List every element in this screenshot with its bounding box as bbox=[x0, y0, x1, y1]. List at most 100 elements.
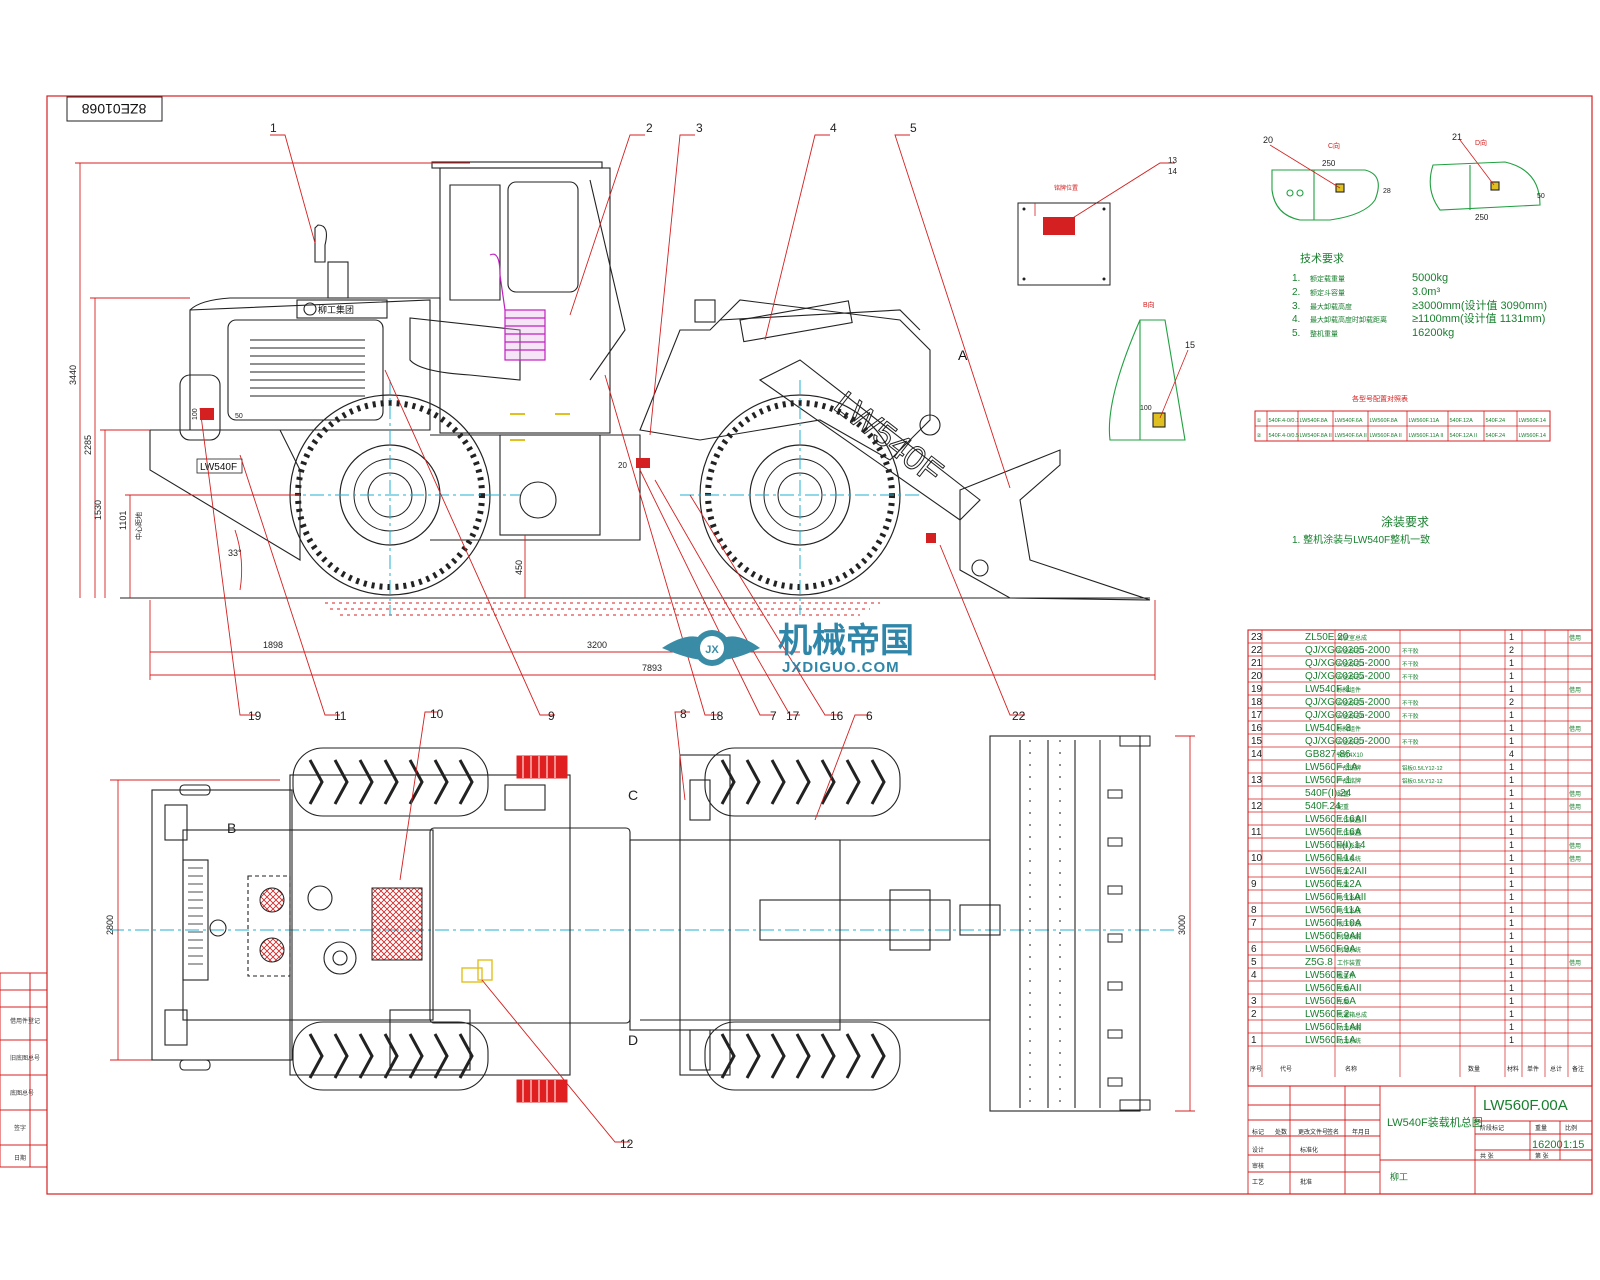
config-cell: 540F.24 bbox=[1486, 418, 1506, 424]
bom-row-name: 安全标志3 bbox=[1337, 660, 1365, 668]
config-cell: LW540F.8A II bbox=[1300, 433, 1333, 439]
bom-row-qty: 1 bbox=[1509, 814, 1514, 824]
bom-row-code: LW560F(I).14 bbox=[1305, 840, 1366, 851]
svg-text:20: 20 bbox=[618, 461, 627, 470]
bom-header-cell: 材料 bbox=[1507, 1065, 1519, 1073]
radiator-grille bbox=[227, 319, 384, 421]
bom-row-qty: 1 bbox=[1509, 736, 1514, 746]
bom-row-qty: 1 bbox=[1509, 892, 1514, 902]
drawing-number-text: 8ZE01068 bbox=[81, 101, 146, 117]
bom-row-name: 安全标志2 bbox=[1337, 647, 1365, 655]
svg-text:6: 6 bbox=[866, 709, 873, 723]
config-cell: LW560F.11A II bbox=[1409, 433, 1444, 439]
bom-row-name: 制动系统 bbox=[1337, 933, 1361, 941]
product-title: LW540F装载机总图 bbox=[1387, 1115, 1483, 1129]
bom-row-code: LW560F.2 bbox=[1305, 1009, 1350, 1020]
bom-row-name: 配重 bbox=[1337, 803, 1349, 811]
bom-row-qty: 2 bbox=[1509, 697, 1514, 707]
config-cell: 540F.24 bbox=[1486, 433, 1506, 439]
bom-row-no: 21 bbox=[1251, 658, 1263, 669]
svg-text:中心距地: 中心距地 bbox=[134, 512, 143, 540]
svg-text:C: C bbox=[628, 787, 638, 803]
bom-header-cell: 序号 bbox=[1250, 1065, 1262, 1073]
yellow-dashes bbox=[510, 413, 570, 441]
bom-row-code: QJ/XGC0205-2000 bbox=[1305, 710, 1390, 721]
svg-text:10: 10 bbox=[430, 707, 444, 721]
bom-row-qty: 1 bbox=[1509, 879, 1514, 889]
bom-row-note: 借用 bbox=[1569, 790, 1581, 798]
svg-text:额定斗容量: 额定斗容量 bbox=[1310, 288, 1345, 297]
plan-view bbox=[151, 735, 1141, 1112]
bom-row-code: LW560F.12AII bbox=[1305, 866, 1367, 877]
svg-text:250: 250 bbox=[1322, 159, 1336, 168]
svg-text:50: 50 bbox=[235, 413, 243, 420]
svg-text:B: B bbox=[227, 820, 236, 836]
bom-row-no: 12 bbox=[1251, 801, 1263, 812]
svg-text:450: 450 bbox=[514, 560, 524, 575]
bom-row-no: 4 bbox=[1251, 970, 1257, 981]
svg-text:审核: 审核 bbox=[1252, 1162, 1264, 1170]
svg-text:设计: 设计 bbox=[1252, 1146, 1264, 1154]
bom-row-code: LW560F.12A bbox=[1305, 879, 1362, 890]
bom-row-material: 不干胶 bbox=[1402, 647, 1419, 655]
tech-title: 技术要求 bbox=[1300, 252, 1344, 265]
bom-row-name: 车架 bbox=[1337, 881, 1349, 889]
svg-text:20: 20 bbox=[1263, 135, 1273, 145]
watermark-url: JXDIGUO.COM bbox=[782, 659, 900, 676]
svg-text:底图总号: 底图总号 bbox=[10, 1089, 34, 1097]
leader-lines bbox=[199, 134, 1175, 1143]
svg-text:5.: 5. bbox=[1292, 328, 1300, 339]
svg-text:年月日: 年月日 bbox=[1352, 1128, 1370, 1136]
svg-text:15: 15 bbox=[1185, 340, 1195, 350]
bom-row-no: 1 bbox=[1251, 1035, 1257, 1046]
bom-row-name: 电气系统 bbox=[1337, 907, 1361, 915]
bom-row-qty: 1 bbox=[1509, 710, 1514, 720]
bom-row-code: LW560F.7A bbox=[1305, 970, 1356, 981]
side-view bbox=[120, 161, 1151, 616]
svg-text:签名: 签名 bbox=[1327, 1128, 1339, 1136]
svg-text:5: 5 bbox=[910, 121, 917, 135]
bom-row-code: QJ/XGC0205-2000 bbox=[1305, 645, 1390, 656]
svg-text:2800: 2800 bbox=[105, 915, 115, 935]
watermark: JX 机械帝国 JXDIGUO.COM bbox=[662, 622, 914, 676]
bucket-teeth bbox=[1107, 735, 1151, 1111]
bom-row-note: 借用 bbox=[1569, 842, 1581, 850]
bom-row-name: 工作装置 bbox=[1337, 829, 1361, 837]
bom-row-code: QJ/XGC0205-2000 bbox=[1305, 658, 1390, 669]
svg-text:33°: 33° bbox=[228, 548, 242, 558]
bom-row-name: 配重 bbox=[1337, 790, 1349, 798]
bom-header-cell: 代号 bbox=[1280, 1065, 1292, 1073]
svg-text:100: 100 bbox=[192, 408, 199, 420]
drawing-number-box: 8ZE01068 bbox=[66, 96, 163, 122]
bom-row-code: LW560F.10A bbox=[1305, 918, 1362, 929]
bom-row-no: 8 bbox=[1251, 905, 1257, 916]
left-strip bbox=[0, 972, 48, 1168]
safety-labels-side bbox=[200, 408, 936, 543]
svg-text:借用件登记: 借用件登记 bbox=[10, 1017, 40, 1025]
config-cell: 540F.12A II bbox=[1450, 433, 1478, 439]
bom-row-code: QJ/XGC0205-2000 bbox=[1305, 671, 1390, 682]
drawing-number: LW560F.00A bbox=[1483, 1097, 1568, 1114]
bom-row-no: 13 bbox=[1251, 775, 1263, 786]
grille-slats bbox=[250, 339, 365, 397]
bom-row-code: LW560F.14 bbox=[1305, 853, 1355, 864]
svg-text:1. 整机涂装与LW540F整机一致: 1. 整机涂装与LW540F整机一致 bbox=[1292, 533, 1430, 546]
bom-row-note: 借用 bbox=[1569, 959, 1581, 967]
boom-arm bbox=[758, 359, 981, 521]
detail-b bbox=[1108, 319, 1186, 441]
svg-text:最大卸载高度时卸载距离: 最大卸载高度时卸载距离 bbox=[1310, 315, 1387, 324]
bom-row-qty: 1 bbox=[1509, 775, 1514, 785]
config-cell: 540F.12A bbox=[1450, 418, 1474, 424]
bucket-model-text: LW540F bbox=[827, 384, 950, 492]
bom-header-cell: 名称 bbox=[1345, 1065, 1357, 1073]
bom-row-qty: 1 bbox=[1509, 632, 1514, 642]
nameplate-detail: 铭牌位置 bbox=[1017, 184, 1111, 286]
bom-row-qty: 1 bbox=[1509, 983, 1514, 993]
side-labels: LW540F LW540F 柳工集团 A bbox=[196, 304, 968, 492]
svg-text:标记: 标记 bbox=[1252, 1128, 1264, 1136]
bom-row-name: 铆钉4X10 bbox=[1337, 751, 1364, 759]
bom-row-name: 工作装置 bbox=[1337, 816, 1361, 824]
bom-row-name: 车架 bbox=[1337, 868, 1349, 876]
